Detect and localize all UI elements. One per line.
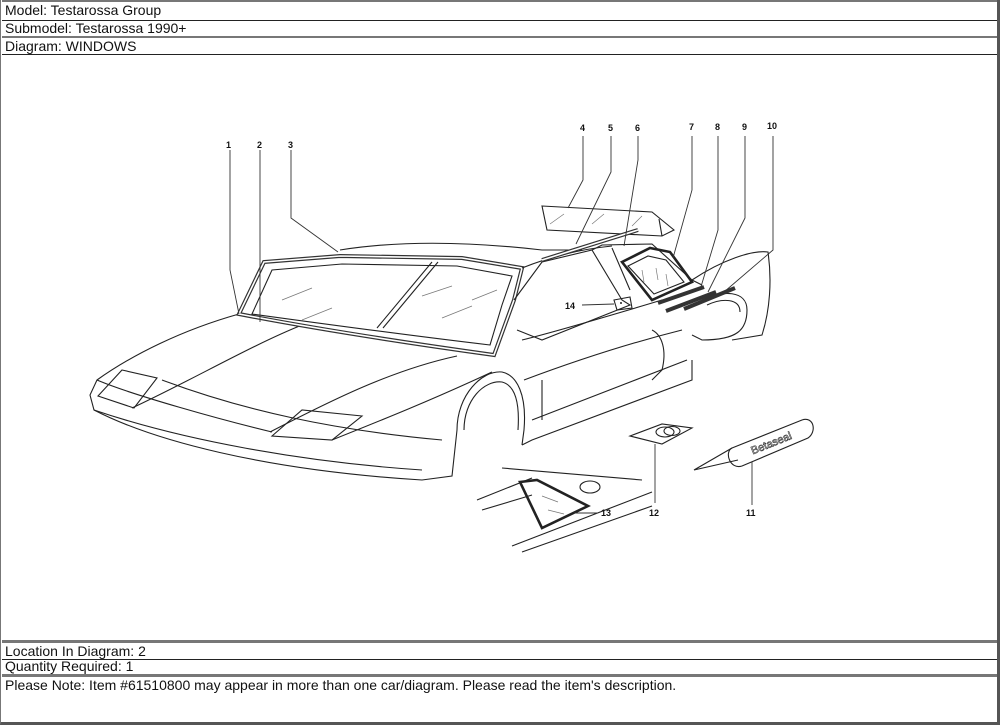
callout-3: 3 xyxy=(288,140,293,150)
car-body-drawing xyxy=(89,242,771,481)
callout-9: 9 xyxy=(742,122,747,132)
parts-diagram: Betaseal xyxy=(2,56,997,638)
callout-11: 11 xyxy=(746,508,756,518)
inset-quarter-window-13 xyxy=(476,467,653,553)
callout-4: 4 xyxy=(580,123,585,133)
spacer-kit-12 xyxy=(628,423,694,445)
callout-8: 8 xyxy=(715,122,720,132)
callout-2: 2 xyxy=(257,140,262,150)
callout-10: 10 xyxy=(767,121,777,131)
diagram-label: Diagram: WINDOWS xyxy=(2,38,997,55)
quantity-required: Quantity Required: 1 xyxy=(2,658,997,677)
callout-13: 13 xyxy=(601,508,611,518)
callout-labels: 1 2 3 4 5 6 7 8 9 10 11 12 13 14 xyxy=(226,121,777,518)
submodel-label: Submodel: Testarossa 1990+ xyxy=(2,20,997,38)
sealant-tube-11: Betaseal xyxy=(693,418,814,471)
callout-leaders xyxy=(229,136,774,514)
callout-5: 5 xyxy=(608,123,613,133)
location-in-diagram: Location In Diagram: 2 xyxy=(2,640,997,660)
waist-seal-9 xyxy=(665,290,717,313)
callout-14: 14 xyxy=(565,301,575,311)
callout-6: 6 xyxy=(635,123,640,133)
windows-exploded-view: Betaseal xyxy=(89,121,814,553)
model-label: Model: Testarossa Group xyxy=(2,0,997,21)
rear-window-glass xyxy=(541,205,676,237)
callout-1: 1 xyxy=(226,140,231,150)
callout-7: 7 xyxy=(689,122,694,132)
waist-seal-10 xyxy=(683,286,736,311)
waist-seal-8 xyxy=(657,285,705,305)
callout-12: 12 xyxy=(649,508,659,518)
item-note: Please Note: Item #61510800 may appear i… xyxy=(5,677,677,693)
